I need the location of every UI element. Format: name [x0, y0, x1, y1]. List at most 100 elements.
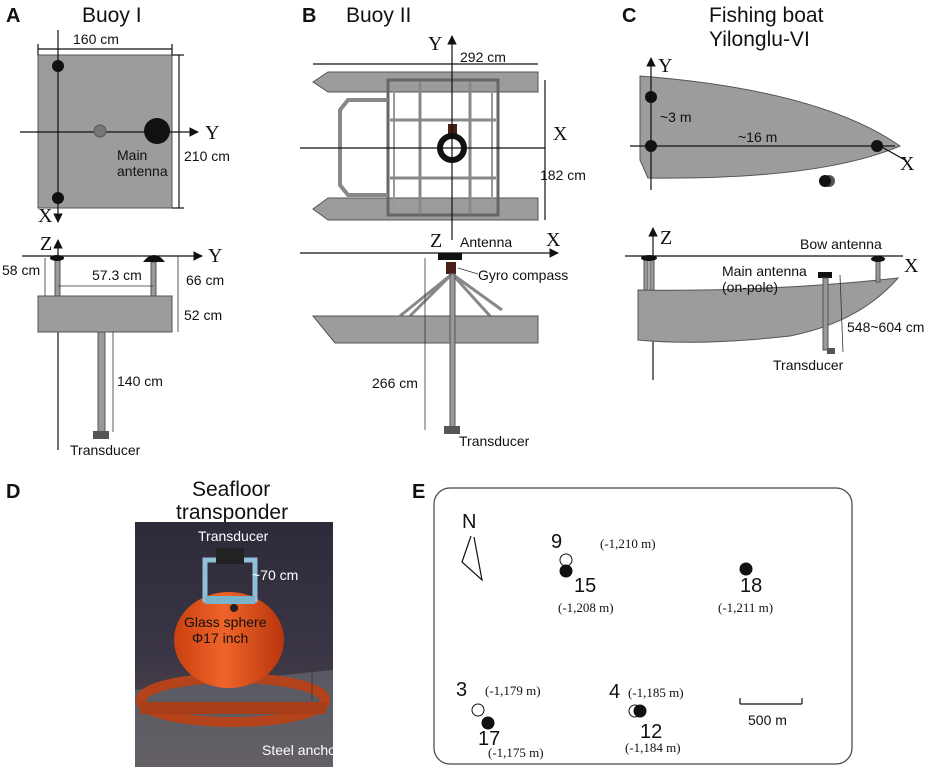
scale-label: 500 m — [748, 712, 787, 728]
height-label: 182 cm — [540, 167, 586, 183]
antenna-cap — [641, 255, 657, 261]
main-antenna-dot — [819, 175, 831, 187]
station-depth-3: (-1,179 m) — [485, 683, 541, 698]
axis-z-label: Z — [430, 230, 442, 252]
axis-x2-label: X — [546, 229, 561, 251]
station-id-4: 4 — [609, 681, 620, 703]
panel-e: E N 9(-1,210 m)15(-1,208 m)18(-1,211 m)3… — [412, 481, 853, 765]
station-id-17: 17 — [478, 728, 500, 750]
transducer-label: Transducer — [459, 433, 530, 449]
panel-d: D Seafloor transponder ~70 cm Transducer… — [6, 478, 341, 767]
station-depth-15: (-1,208 m) — [558, 600, 614, 615]
dim-66-label: 66 cm — [186, 272, 224, 288]
gyro-leader — [457, 267, 479, 275]
gnss-antenna-dot — [52, 60, 64, 72]
sphere-hole — [230, 604, 238, 612]
buoy1-width-label: 160 cm — [73, 31, 119, 47]
panel-c: C Fishing boat Yilonglu-VI Y X ~3 m ~16 … — [622, 4, 924, 380]
panel-b: B Buoy II Y X 292 cm 182 cm X Z Antenna … — [300, 4, 586, 449]
station-marker-15 — [559, 564, 573, 578]
station-depth-12: (-1,184 m) — [625, 740, 681, 755]
transducer-head — [827, 348, 835, 354]
axis-x-tail — [879, 145, 906, 161]
antenna-label: Antenna — [460, 234, 512, 250]
map-frame — [433, 487, 853, 765]
axis-x-label: X — [38, 205, 53, 227]
hull-top — [312, 71, 539, 93]
station-marker-12 — [633, 704, 647, 718]
dim-266-label: 266 cm — [372, 375, 418, 391]
axis-z-label: Z — [40, 233, 52, 255]
anchor-label: Steel anchor — [262, 742, 341, 758]
width-label: ~3 m — [660, 109, 692, 125]
transducer-pole — [97, 331, 106, 433]
dim-140-label: 140 cm — [117, 373, 163, 389]
hull-side — [311, 315, 539, 344]
boat-side-hull — [637, 277, 900, 343]
axis-x2-label: X — [904, 255, 919, 277]
antenna-pole — [643, 257, 649, 291]
station-layer: 9(-1,210 m)15(-1,208 m)18(-1,211 m)3(-1,… — [456, 531, 773, 760]
cage-base — [205, 596, 255, 604]
bow-antenna-pole — [875, 259, 881, 283]
axis-y2-label: Y — [208, 245, 222, 267]
antenna-pole — [54, 259, 61, 297]
panel-c-letter: C — [622, 5, 636, 27]
main-antenna-bar — [818, 272, 832, 278]
depth-dimension-line — [839, 274, 844, 353]
height-label: ~70 cm — [252, 567, 298, 583]
panel-a-title: Buoy I — [82, 4, 142, 27]
antenna-bar — [438, 253, 462, 260]
antenna-dot — [645, 91, 657, 103]
station-id-3: 3 — [456, 679, 467, 701]
gyro-label: Gyro compass — [478, 267, 568, 283]
dim-52-label: 52 cm — [184, 307, 222, 323]
main-antenna-label-1: Main — [117, 147, 147, 163]
panel-d-title-1: Seafloor — [192, 478, 270, 501]
transducer-dot — [93, 124, 107, 138]
axis-y-label: Y — [205, 122, 219, 144]
panel-e-letter: E — [412, 481, 425, 503]
panel-d-title-2: transponder — [176, 501, 288, 524]
glass-sphere — [174, 592, 284, 688]
bow-antenna-label: Bow antenna — [800, 236, 882, 252]
panel-d-letter: D — [6, 481, 20, 503]
station-marker-18 — [739, 562, 753, 576]
panel-c-title-2: Yilonglu-VI — [709, 28, 810, 51]
transducer-head — [93, 431, 109, 439]
steel-anchor-base — [140, 702, 326, 714]
boat-top-hull — [639, 75, 902, 179]
main-antenna-dot — [144, 118, 170, 144]
main-antenna-pole — [150, 261, 157, 297]
station-id-18: 18 — [740, 575, 762, 597]
panel-b-letter: B — [302, 5, 316, 27]
main-antenna-label-2: antenna — [117, 163, 168, 179]
depth-label: 548~604 cm — [847, 319, 924, 335]
axis-y-label: Y — [428, 33, 442, 55]
station-depth-4: (-1,185 m) — [628, 685, 684, 700]
transducer-label: Transducer — [773, 357, 844, 373]
bow-antenna-dot — [871, 140, 883, 152]
axis-z-label: Z — [660, 227, 672, 249]
station-marker-9 — [559, 553, 573, 567]
bow-antenna-cap — [871, 256, 885, 262]
antenna-pole — [649, 257, 655, 291]
buoy1-height-label: 210 cm — [184, 148, 230, 164]
station-marker-17 — [481, 716, 495, 730]
station-id-15: 15 — [574, 575, 596, 597]
panel-c-title-1: Fishing boat — [709, 4, 824, 27]
transducer-head — [444, 426, 460, 434]
antenna-dot — [645, 140, 657, 152]
station-depth-18: (-1,211 m) — [718, 600, 773, 615]
main-antenna-label-2: (on-pole) — [722, 279, 778, 295]
panel-a-letter: A — [6, 5, 20, 27]
glass-label-1: Glass sphere — [184, 614, 267, 630]
station-id-12: 12 — [640, 721, 662, 743]
axis-y-label: Y — [658, 55, 672, 77]
gnss-antenna-dot — [52, 192, 64, 204]
main-antenna-label-1: Main antenna — [722, 263, 807, 279]
width-label: 292 cm — [460, 49, 506, 65]
north-label: N — [462, 511, 476, 533]
antenna-cap — [50, 255, 64, 261]
main-antenna-dome — [143, 255, 165, 262]
